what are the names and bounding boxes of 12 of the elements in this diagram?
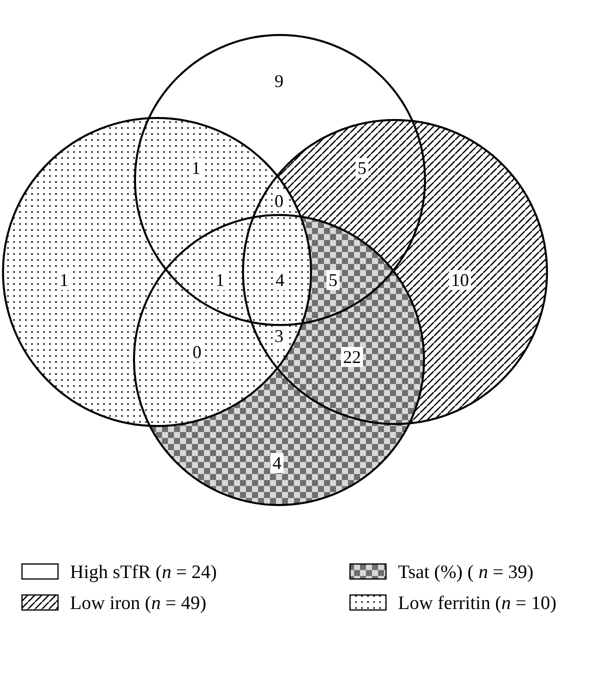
- region-count: 0: [190, 342, 204, 362]
- legend-label: Low ferritin (n = 10): [398, 594, 556, 613]
- region-count: 10: [449, 270, 471, 290]
- region-count: 5: [326, 270, 340, 290]
- legend-label: Tsat (%) ( n = 39): [398, 563, 534, 582]
- region-count: 4: [270, 453, 284, 473]
- region-count: 5: [356, 158, 368, 178]
- legend-label: Low iron (n = 49): [70, 594, 206, 613]
- region-count: 4: [274, 270, 286, 290]
- legend-label: High sTfR (n = 24): [70, 563, 217, 582]
- region-count: 22: [341, 347, 363, 367]
- region-count: 3: [272, 326, 286, 346]
